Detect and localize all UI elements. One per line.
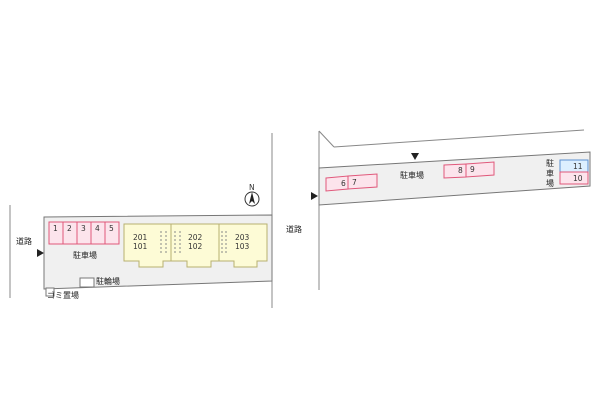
parking-space-9-label: 9 bbox=[470, 165, 475, 174]
parking-space-1-label: 1 bbox=[53, 224, 58, 233]
stair-3 bbox=[221, 231, 227, 255]
parking-space-10-label: 10 bbox=[573, 174, 583, 183]
parking-space-4-label: 4 bbox=[95, 224, 100, 233]
unit-201-label: 201 bbox=[133, 233, 148, 242]
parking-space-5 bbox=[104, 221, 120, 245]
compass-label: N bbox=[249, 183, 255, 192]
parking-space-10 bbox=[559, 171, 589, 185]
compass-arrow-icon bbox=[249, 192, 255, 204]
unit-101-label: 101 bbox=[133, 242, 148, 251]
unit-203-label: 203 bbox=[235, 233, 250, 242]
right-parking-spaces-a: 6 7 bbox=[325, 173, 378, 192]
left-road-label: 道路 bbox=[16, 236, 32, 246]
left-entrance-arrow bbox=[37, 249, 44, 257]
right-top-edge bbox=[333, 129, 585, 148]
parking-space-2-label: 2 bbox=[67, 224, 72, 233]
right-entrance-arrow bbox=[311, 192, 318, 200]
parking-space-11-label: 11 bbox=[573, 162, 583, 171]
compass: N bbox=[244, 183, 260, 207]
right-parking-spaces-b: 8 9 bbox=[443, 161, 495, 179]
parking-space-7 bbox=[347, 173, 378, 190]
right-parking-vertical-char-1: 駐 bbox=[546, 158, 554, 168]
building: 201 101 202 102 203 103 bbox=[123, 223, 268, 268]
top-entrance-arrow bbox=[411, 153, 419, 160]
parking-space-8-label: 8 bbox=[458, 166, 463, 175]
right-parking-vertical-char-3: 場 bbox=[546, 178, 554, 188]
parking-space-5-label: 5 bbox=[109, 224, 114, 233]
unit-202-label: 202 bbox=[188, 233, 203, 242]
unit-102-label: 102 bbox=[188, 242, 203, 251]
stair-1 bbox=[160, 231, 167, 255]
right-top-diagonal bbox=[318, 130, 335, 148]
building-outline bbox=[123, 223, 268, 268]
parking-space-7-label: 7 bbox=[352, 178, 357, 187]
right-lot bbox=[318, 151, 591, 206]
unit-103-label: 103 bbox=[235, 242, 250, 251]
stair-2 bbox=[174, 231, 181, 255]
left-parking-label: 駐車場 bbox=[73, 250, 97, 260]
bike-parking-label: 駐輪場 bbox=[96, 276, 120, 286]
garbage-label: ゴミ置場 bbox=[47, 290, 79, 300]
parking-space-9 bbox=[465, 161, 495, 178]
parking-space-3-label: 3 bbox=[81, 224, 86, 233]
garbage-box bbox=[45, 287, 55, 297]
parking-space-6-label: 6 bbox=[341, 179, 346, 188]
left-parking-spaces: 1 2 3 4 5 bbox=[48, 221, 120, 245]
bike-parking-box bbox=[79, 277, 95, 288]
right-parking-label: 駐車場 bbox=[400, 170, 424, 180]
right-parking-vertical-char-2: 車 bbox=[546, 168, 554, 178]
right-road-label: 道路 bbox=[286, 224, 302, 234]
